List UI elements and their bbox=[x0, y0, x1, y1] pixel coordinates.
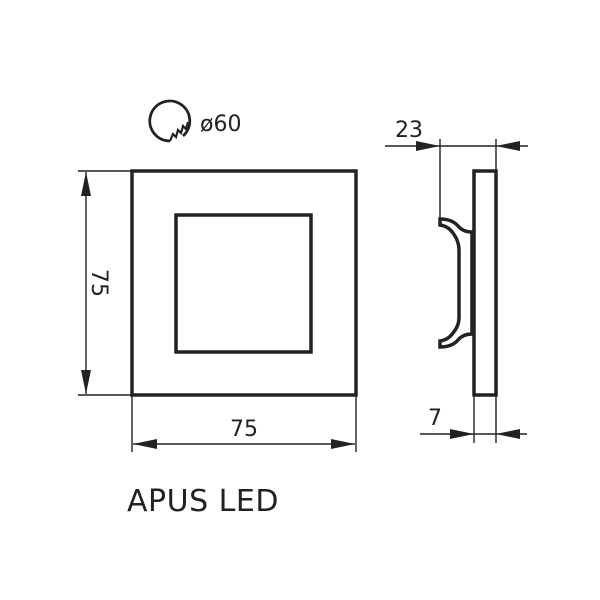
arrow-left-icon bbox=[133, 439, 157, 449]
depth-total-dimension bbox=[385, 139, 528, 219]
front-view-inner-window bbox=[174, 213, 313, 354]
arrow-left-icon bbox=[496, 429, 520, 439]
width-dimension-label: 75 bbox=[230, 417, 258, 442]
hole-saw-icon bbox=[148, 99, 192, 143]
side-view bbox=[438, 169, 498, 397]
arrow-down-icon bbox=[81, 370, 91, 394]
front-view-outer-frame bbox=[130, 169, 358, 397]
arrow-up-icon bbox=[81, 172, 91, 196]
arrow-right-icon bbox=[450, 429, 474, 439]
width-dimension bbox=[131, 395, 357, 452]
height-dimension-label: 75 bbox=[86, 269, 111, 297]
depth-total-label: 23 bbox=[395, 118, 423, 143]
arrow-left-icon bbox=[496, 141, 520, 151]
depth-front-label: 7 bbox=[428, 406, 442, 431]
height-dimension bbox=[78, 170, 132, 396]
arrow-right-icon bbox=[416, 141, 440, 151]
arrow-right-icon bbox=[331, 439, 355, 449]
product-name: APUS LED bbox=[127, 484, 279, 519]
depth-front-dimension bbox=[420, 395, 527, 443]
cutout-diameter-label: ø60 bbox=[200, 112, 241, 137]
